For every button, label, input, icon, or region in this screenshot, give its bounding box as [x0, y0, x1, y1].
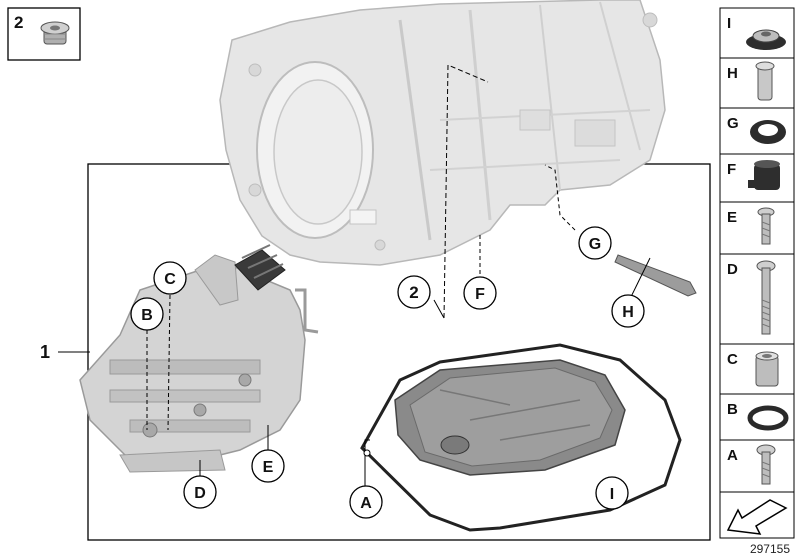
svg-text:B: B [141, 307, 153, 324]
callout-A: A [349, 485, 383, 519]
short-screw-icon [757, 207, 775, 245]
svg-text:2: 2 [14, 13, 23, 32]
long-screw-icon [756, 260, 776, 335]
transmission-housing [219, 0, 666, 266]
callout-F: F [463, 276, 497, 310]
callout-G: G [578, 226, 612, 260]
bushing-icon [755, 351, 779, 387]
svg-text:E: E [727, 209, 737, 226]
svg-text:H: H [727, 65, 738, 82]
direction-arrow-icon [726, 499, 788, 535]
leader-lines [58, 64, 651, 486]
assembly-label: 1 [40, 342, 50, 362]
svg-text:2: 2 [409, 283, 418, 302]
svg-text:D: D [194, 485, 206, 502]
svg-text:I: I [610, 486, 614, 503]
bellows-sleeve [234, 244, 286, 291]
diagram-number: 297155 [750, 542, 790, 556]
oil-pan-gasket [360, 343, 682, 532]
callout-C: C [153, 261, 187, 295]
parts-legend: I H G F E [719, 7, 795, 539]
svg-text:B: B [727, 401, 738, 418]
callout-H: H [611, 294, 645, 328]
callout-E: E [251, 449, 285, 483]
svg-text:D: D [727, 261, 738, 278]
svg-text:I: I [727, 15, 731, 32]
o-ring-icon [747, 405, 789, 431]
svg-text:G: G [589, 236, 601, 253]
oil-pan [394, 359, 626, 476]
grommet-icon [750, 120, 786, 144]
sleeve-icon [755, 61, 775, 101]
filter-seal-icon [746, 29, 786, 50]
svg-text:C: C [164, 271, 176, 288]
callout-2: 2 [397, 275, 431, 309]
flange-screw-icon [756, 444, 776, 485]
connector-adapter-icon [748, 160, 780, 190]
svg-text:C: C [727, 351, 738, 368]
svg-text:H: H [622, 304, 634, 321]
svg-text:A: A [727, 447, 738, 464]
svg-text:A: A [360, 495, 372, 512]
callout-B: B [130, 297, 164, 331]
plug-screw-icon [40, 21, 70, 45]
svg-text:G: G [727, 115, 739, 132]
valve-body [79, 254, 319, 473]
svg-text:E: E [263, 459, 274, 476]
callout-I: I [595, 476, 629, 510]
inset-box-2: 2 [7, 7, 81, 61]
svg-text:F: F [475, 286, 485, 303]
svg-text:F: F [727, 161, 736, 178]
callout-D: D [183, 475, 217, 509]
guide-tube [614, 254, 697, 297]
